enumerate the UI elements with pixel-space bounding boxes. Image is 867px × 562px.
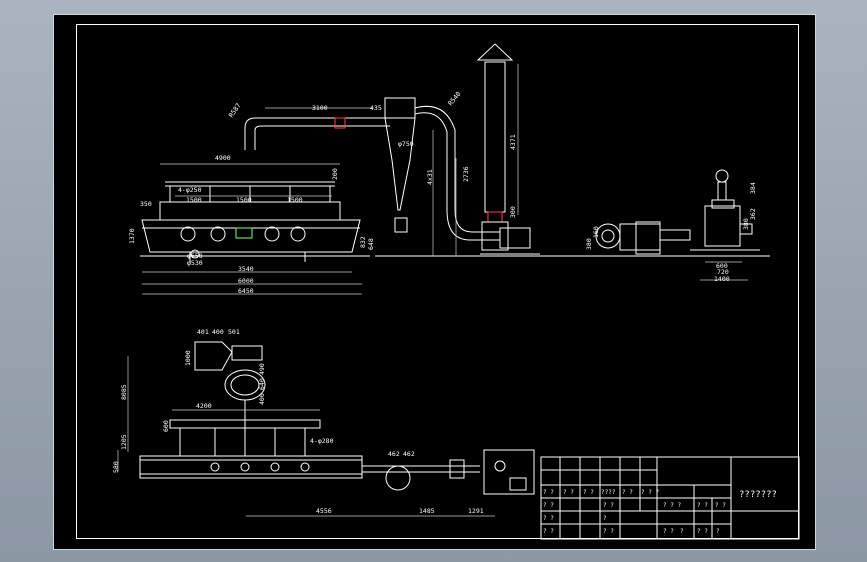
tb-c1: ? ?	[603, 502, 614, 509]
dim-1500-a: 1500	[186, 196, 202, 204]
blower-fan-elevation	[595, 221, 691, 255]
tb-b2: ? ?	[697, 502, 708, 509]
dim-4-phi250: 4-φ250	[178, 186, 202, 194]
dim-400-b: 400	[258, 393, 266, 405]
dim-384: 384	[749, 182, 757, 194]
dim-580: 580	[112, 461, 120, 473]
dim-380-b: 380	[742, 218, 750, 230]
dim-720: 720	[717, 268, 729, 276]
dim-380: 380	[585, 238, 593, 250]
dim-r540: R540	[446, 90, 462, 107]
dim-832: 832	[359, 236, 367, 248]
dim-462-a: 462	[388, 450, 400, 458]
dim-1485: 1485	[419, 507, 435, 515]
cyclone-plan	[194, 341, 266, 430]
fluid-bed-dryer-elevation	[140, 181, 370, 262]
tb-d0: ? ?	[603, 528, 614, 535]
dim-640: 640	[258, 378, 266, 390]
dim-r587: R587	[227, 102, 243, 119]
exhaust-stack	[476, 43, 540, 255]
dim-4556: 4556	[316, 507, 332, 515]
dim-300: 300	[509, 206, 517, 218]
tb-d1: ? ?	[663, 528, 674, 535]
tb-d3: ? ?	[697, 528, 708, 535]
dim-2736: 2736	[462, 166, 470, 182]
dim-200: 200	[331, 168, 339, 180]
dim-462-b: 462	[403, 450, 415, 458]
dim-phi750: φ750	[398, 140, 414, 148]
dim-160: 160	[592, 226, 600, 238]
dim-1400: 1400	[714, 275, 730, 283]
dim-600: 600	[716, 262, 728, 270]
tb-d2: ?	[680, 528, 684, 535]
tb-a5: ? ? ?	[641, 489, 659, 496]
tb-b1: ? ? ?	[663, 502, 681, 509]
dim-600-plan: 600	[162, 420, 170, 432]
dim-1500-c: 1500	[287, 196, 303, 204]
dim-3540: 3540	[238, 265, 254, 273]
drawing-sheet	[53, 14, 816, 550]
tb-a1: ? ?	[563, 489, 574, 496]
drawing-frame	[76, 24, 799, 539]
dim-490: 490	[258, 363, 266, 375]
dim-4-phi280: 4-φ280	[310, 437, 334, 445]
tb-a0: ? ?	[543, 489, 554, 496]
tb-c0: ? ?	[543, 515, 554, 522]
tb-b0: ? ?	[543, 502, 554, 509]
dim-1291: 1291	[468, 507, 484, 515]
tb-b3: ? ?	[715, 502, 726, 509]
dim-1500-b: 1500	[236, 196, 252, 204]
dim-400: 400	[212, 328, 224, 336]
title-block-grid	[540, 456, 800, 540]
dim-1370: 1370	[128, 228, 136, 244]
dim-6000: 6000	[238, 277, 254, 285]
dim-4900: 4900	[215, 154, 231, 162]
dim-435: 435	[370, 104, 382, 112]
dim-phi650: φ650	[187, 252, 203, 260]
dim-350: 350	[140, 200, 152, 208]
dim-4200: 4200	[196, 402, 212, 410]
dim-362: 362	[749, 208, 757, 220]
drawing-title: ???????	[739, 490, 777, 500]
tb-a2: ? ?	[583, 489, 594, 496]
heater-unit-elevation	[690, 169, 760, 251]
dim-6450: 6450	[238, 287, 254, 295]
dim-8085: 8085	[120, 384, 128, 400]
dim-401: 401	[197, 328, 209, 336]
tb-c2: ? ?	[543, 528, 554, 535]
dim-1205: 1205	[120, 434, 128, 450]
dim-501: 501	[228, 328, 240, 336]
dim-648: 648	[367, 238, 375, 250]
dim-4371: 4371	[509, 134, 517, 150]
dim-4x31: 4x31	[426, 169, 434, 185]
tb-a3: ????	[601, 489, 616, 496]
duct-and-cyclone	[244, 97, 500, 241]
tb-d5: ?	[603, 515, 607, 522]
dimension-lines	[117, 64, 748, 517]
dim-3100: 3100	[312, 104, 328, 112]
tb-d4: ?	[716, 528, 720, 535]
fluid-bed-dryer-plan	[139, 419, 363, 479]
tb-a4: ? ?	[622, 489, 633, 496]
dim-1000: 1000	[184, 350, 192, 366]
dim-phi530: φ530	[187, 259, 203, 267]
ducting-plan	[362, 449, 535, 495]
